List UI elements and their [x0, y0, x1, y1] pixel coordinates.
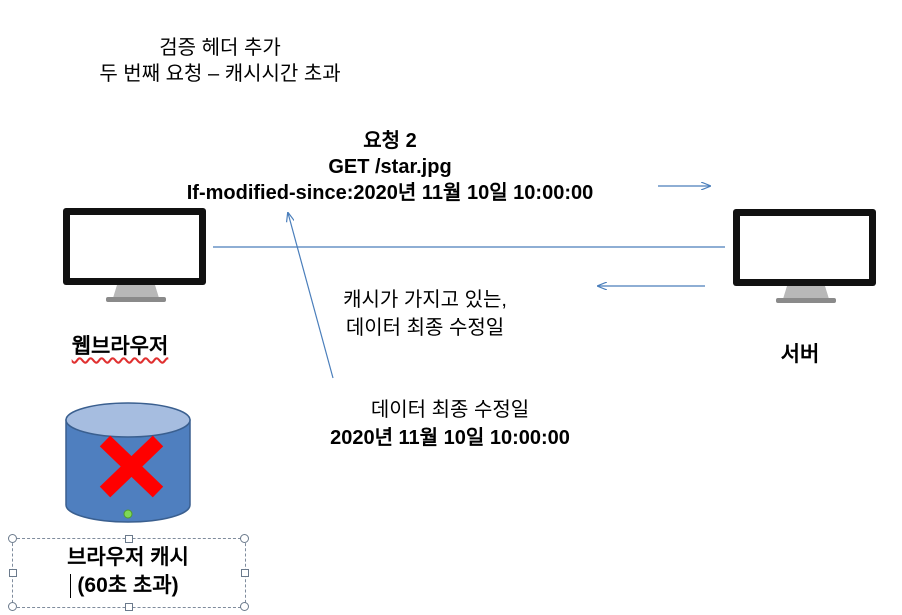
request-number: 요청 2: [363, 130, 417, 152]
diagram-title: 검증 헤더 추가 두 번째 요청 – 캐시시간 초과: [30, 35, 410, 87]
title-line-2: 두 번째 요청 – 캐시시간 초과: [99, 63, 341, 85]
selection-dot: [123, 509, 133, 519]
browser-label: 웹브라우저: [50, 330, 190, 360]
cache-note-line-2: 데이터 최종 수정일: [345, 317, 505, 339]
request-method-path: GET /star.jpg: [328, 156, 452, 178]
invalid-x-mark-icon: [99, 435, 164, 498]
request-block: 요청 2 GET /star.jpg If-modified-since:202…: [140, 128, 640, 206]
text-caret: [70, 574, 71, 598]
resize-handle-bottom-center[interactable]: [125, 603, 133, 611]
browser-monitor-icon: [63, 208, 206, 302]
resize-handle-middle-left[interactable]: [9, 569, 17, 577]
resize-handle-top-right[interactable]: [240, 534, 249, 543]
resize-handle-bottom-right[interactable]: [240, 602, 249, 611]
data-note-line-1: 데이터 최종 수정일: [370, 399, 530, 421]
resize-handle-top-center[interactable]: [125, 535, 133, 543]
header-source-arrow: [288, 213, 334, 379]
request-header: If-modified-since:2020년 11월 10일 10:00:00: [186, 182, 594, 204]
data-note-line-2: 2020년 11월 10일 10:00:00: [330, 427, 570, 449]
cache-label-textbox[interactable]: [8, 534, 249, 611]
cache-label: 브라우저 캐시 (60초 초과): [12, 544, 244, 600]
cache-label-line-1: 브라우저 캐시: [67, 546, 189, 569]
cache-note-line-1: 캐시가 가지고 있는,: [343, 289, 507, 311]
cache-note: 캐시가 가지고 있는, 데이터 최종 수정일: [290, 286, 560, 342]
cache-label-line-2: (60초 초과): [77, 574, 179, 597]
browser-label-text: 웹브라우저: [71, 335, 169, 358]
server-monitor-icon: [733, 209, 876, 303]
title-line-1: 검증 헤더 추가: [159, 37, 281, 59]
resize-handle-bottom-left[interactable]: [8, 602, 17, 611]
server-label: 서버: [780, 343, 820, 366]
resize-handle-middle-right[interactable]: [241, 569, 249, 577]
data-note: 데이터 최종 수정일 2020년 11월 10일 10:00:00: [260, 396, 640, 452]
resize-handle-top-left[interactable]: [8, 534, 17, 543]
